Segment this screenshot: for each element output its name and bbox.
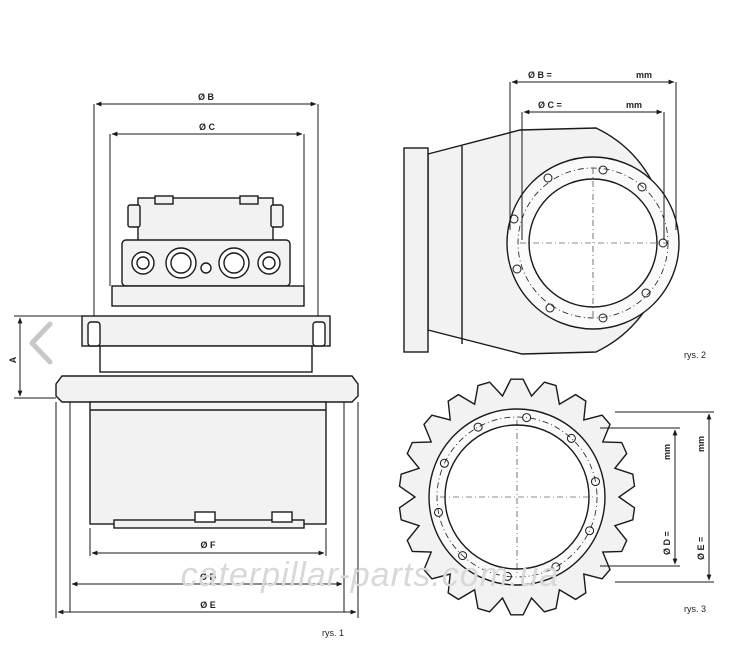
fig3-dim-e-label: Ø E = (696, 537, 706, 560)
fig1-dim-a-label: A (8, 356, 18, 363)
fig1-dim-b-label: Ø B (198, 92, 215, 102)
fig3-dim-e-unit: mm (696, 436, 706, 452)
sprocket-bolt-hole (439, 458, 449, 468)
fig1-dim-d-label: Ø D (200, 572, 217, 582)
fig1-dim-c-label: Ø C (199, 122, 216, 132)
sprocket-bolt-hole (585, 526, 595, 536)
sprocket-bolt-hole (458, 551, 468, 561)
fig2-dim-b-label: Ø B = (528, 70, 552, 80)
fig3-dimensions (600, 411, 714, 583)
sprocket-flange (55, 375, 359, 403)
fig1-caption: rys. 1 (322, 628, 344, 638)
fig3-caption: rys. 3 (684, 604, 706, 614)
sprocket-bolt-hole (566, 433, 576, 443)
fig1-dim-e-label: Ø E (200, 600, 216, 610)
sprocket-bolt-hole (502, 571, 512, 581)
fig1-dim-f-label: Ø F (201, 540, 217, 550)
figure-2-hub-view (403, 79, 680, 355)
figure-1-side-view (14, 101, 359, 618)
sprocket-bolt-hole (434, 507, 443, 517)
figure-3-sprocket-view (398, 378, 714, 616)
fig3-dim-d-unit: mm (662, 444, 672, 460)
fig2-dim-c-label: Ø C = (538, 100, 562, 110)
watermark-text: caterpillar-parts.com.ua (181, 556, 560, 594)
sprocket-bolt-hole (591, 477, 600, 487)
sprocket-bolt-hole (551, 562, 561, 572)
fig2-dim-c-unit: mm (626, 100, 642, 110)
fig2-dimensions (509, 79, 677, 240)
upper-flange (81, 315, 331, 347)
fig2-dim-b-unit: mm (636, 70, 652, 80)
motor-body (89, 401, 327, 525)
sprocket-bolt-hole (522, 413, 532, 423)
fig2-caption: rys. 2 (684, 350, 706, 360)
hub-mount-plate (403, 147, 429, 353)
sprocket-bolt-hole (473, 422, 483, 432)
chevron-left-icon[interactable] (22, 318, 58, 368)
fig1-dimensions (14, 101, 359, 618)
fig3-dim-d-label: Ø D = (662, 531, 672, 555)
